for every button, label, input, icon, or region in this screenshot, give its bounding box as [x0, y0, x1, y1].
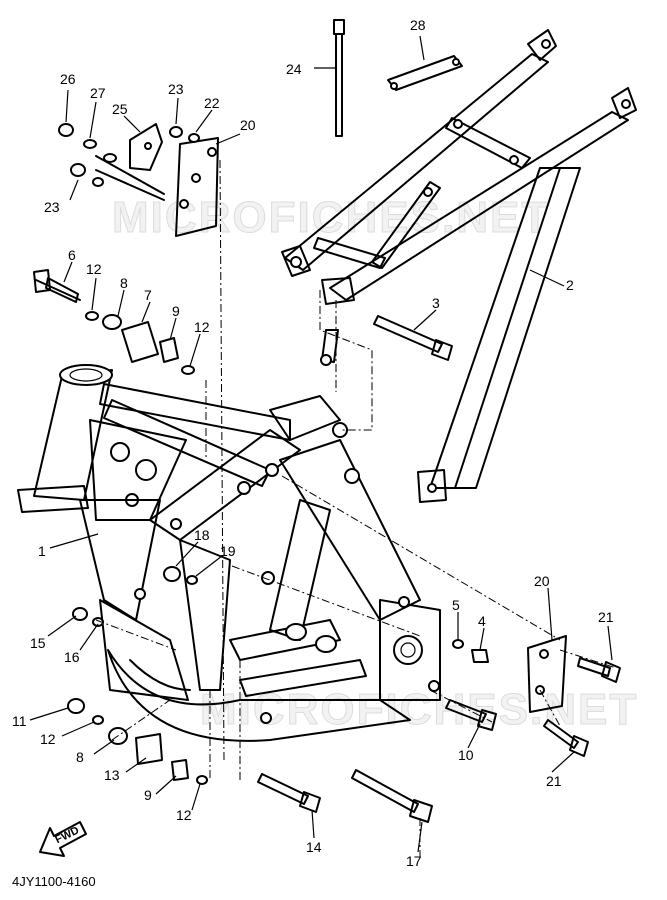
- callout-23-top: 23: [168, 81, 184, 97]
- callout-1: 1: [38, 543, 46, 559]
- bolt-6: [35, 279, 81, 301]
- main-frame: [17, 364, 441, 742]
- bolt-21-lower: [543, 719, 589, 757]
- callout-numbers: 26 27 25 23 22 20 23 24 28 6 12 8 7 9 12…: [12, 17, 614, 869]
- callout-17: 17: [406, 853, 422, 869]
- bolt-17: [351, 769, 433, 823]
- nut-4: [471, 649, 489, 663]
- callout-14: 14: [306, 839, 322, 855]
- callout-23-left: 23: [44, 199, 60, 215]
- callout-11: 11: [12, 713, 27, 729]
- lower-mount-hardware: [67, 698, 208, 785]
- collar-18: [163, 566, 181, 582]
- callout-26: 26: [60, 71, 76, 87]
- callout-5: 5: [452, 597, 460, 613]
- callout-2: 2: [566, 277, 574, 293]
- callout-28: 28: [410, 17, 426, 33]
- diagram-code: 4JY1100-4160: [12, 874, 96, 889]
- tie-strap-24: [333, 19, 345, 137]
- callout-19: 19: [220, 543, 236, 559]
- washer-19: [186, 575, 198, 585]
- rear-subframe: [281, 29, 637, 503]
- upper-mount-hardware: [33, 269, 195, 375]
- callout-21-upper: 21: [598, 609, 614, 625]
- top-left-hardware: [58, 123, 200, 187]
- leader-lines: [29, 35, 613, 853]
- callout-22: 22: [204, 95, 220, 111]
- callout-8-a: 8: [120, 275, 128, 291]
- callout-20-upper: 20: [240, 117, 256, 133]
- clamp-28: [387, 55, 463, 91]
- bolt-3: [373, 315, 453, 361]
- callout-7: 7: [144, 287, 152, 303]
- assembly-lines: [95, 159, 617, 860]
- callout-9-a: 9: [172, 303, 180, 319]
- bolt-10: [445, 699, 497, 731]
- callout-12-a: 12: [86, 261, 102, 277]
- callout-27: 27: [90, 85, 106, 101]
- washer-16: [92, 617, 104, 627]
- fwd-arrow-icon: FWD: [39, 821, 87, 857]
- callout-15: 15: [30, 635, 46, 651]
- engine-bracket-upper: [175, 137, 219, 237]
- callout-9-b: 9: [144, 787, 152, 803]
- callout-8-b: 8: [76, 749, 84, 765]
- callout-16: 16: [64, 649, 80, 665]
- callout-4: 4: [478, 613, 486, 629]
- callout-18: 18: [194, 527, 210, 543]
- callout-10: 10: [458, 747, 474, 763]
- bracket-25: [129, 123, 163, 171]
- callout-20-lower: 20: [534, 573, 550, 589]
- callout-12-b: 12: [194, 319, 210, 335]
- washer-5: [452, 639, 464, 649]
- bolt-14: [257, 773, 321, 813]
- callout-12-d: 12: [176, 807, 192, 823]
- callout-3: 3: [432, 295, 440, 311]
- callout-21-lower: 21: [546, 773, 562, 789]
- callout-6: 6: [68, 247, 76, 263]
- bolt-21-upper: [577, 657, 621, 683]
- callout-24: 24: [286, 61, 302, 77]
- nut-15: [72, 607, 88, 621]
- watermark-bottom: MICROFICHES.NET: [200, 685, 638, 734]
- callout-13: 13: [104, 767, 120, 783]
- callout-25: 25: [112, 101, 128, 117]
- callout-12-c: 12: [40, 731, 56, 747]
